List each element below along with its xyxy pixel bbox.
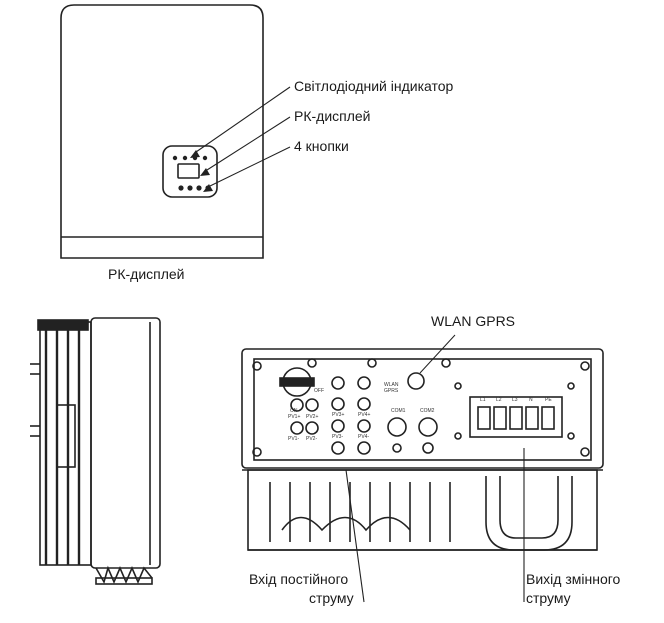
pv-tag-8: PV4- bbox=[358, 434, 369, 440]
switch-off-label: OFF bbox=[314, 388, 324, 394]
switch-on-label: ON bbox=[290, 408, 298, 414]
ac-terminal-l3: L3 bbox=[512, 397, 518, 403]
dc-switch bbox=[279, 367, 315, 397]
com2-label: COM2 bbox=[420, 408, 435, 414]
pv-tag-1: PV1+ bbox=[288, 414, 300, 420]
bottom-leader-lines bbox=[345, 448, 525, 603]
ac-terminal-l1: L1 bbox=[480, 397, 486, 403]
pv-tag-6: PV4+ bbox=[358, 412, 370, 418]
buttons-label: 4 кнопки bbox=[294, 138, 349, 154]
led-indicator-label: Світлодіодний індикатор bbox=[294, 78, 454, 94]
pv-connectors bbox=[290, 376, 371, 455]
wlan-small-2: GPRS bbox=[384, 388, 399, 394]
wlan-small-1: WLAN bbox=[384, 382, 399, 388]
heatsink-fins bbox=[269, 476, 573, 551]
pv-tag-4: PV2- bbox=[306, 436, 317, 442]
pv-tag-7: PV3- bbox=[332, 434, 343, 440]
dc-input-label-line1: Вхід постійного bbox=[249, 571, 349, 587]
wlan-port bbox=[407, 334, 456, 390]
lcd-label: РК-дисплей bbox=[294, 108, 371, 124]
ac-output-label-line2: струму bbox=[526, 590, 571, 606]
front-view-caption: РК-дисплей bbox=[108, 266, 185, 282]
lcd-panel bbox=[162, 145, 218, 198]
ac-output-label-line1: Вихід змінного bbox=[526, 571, 621, 587]
ac-terminal-block bbox=[469, 396, 563, 438]
front-arrow-heads bbox=[190, 150, 213, 192]
mounting-screws bbox=[252, 358, 590, 457]
pv-tag-5: PV3+ bbox=[332, 412, 344, 418]
ac-terminal-n: N bbox=[529, 397, 533, 403]
bottom-small-labels: OFF ON COM1 COM2 WLAN GPRS L1 L2 L3 N PE… bbox=[288, 382, 552, 442]
com-ports bbox=[387, 417, 438, 454]
pv-tag-3: PV1- bbox=[288, 436, 299, 442]
pv-tag-2: PV2+ bbox=[306, 414, 318, 420]
wlan-gprs-label: WLAN GPRS bbox=[431, 313, 516, 329]
side-view-inverter bbox=[30, 317, 161, 585]
ac-terminal-pe: PE bbox=[545, 397, 552, 403]
front-view-inverter bbox=[60, 4, 264, 259]
front-leader-lines bbox=[195, 86, 291, 187]
dc-input-label-line2: струму bbox=[309, 590, 354, 606]
com1-label: COM1 bbox=[391, 408, 406, 414]
ac-terminal-l2: L2 bbox=[496, 397, 502, 403]
